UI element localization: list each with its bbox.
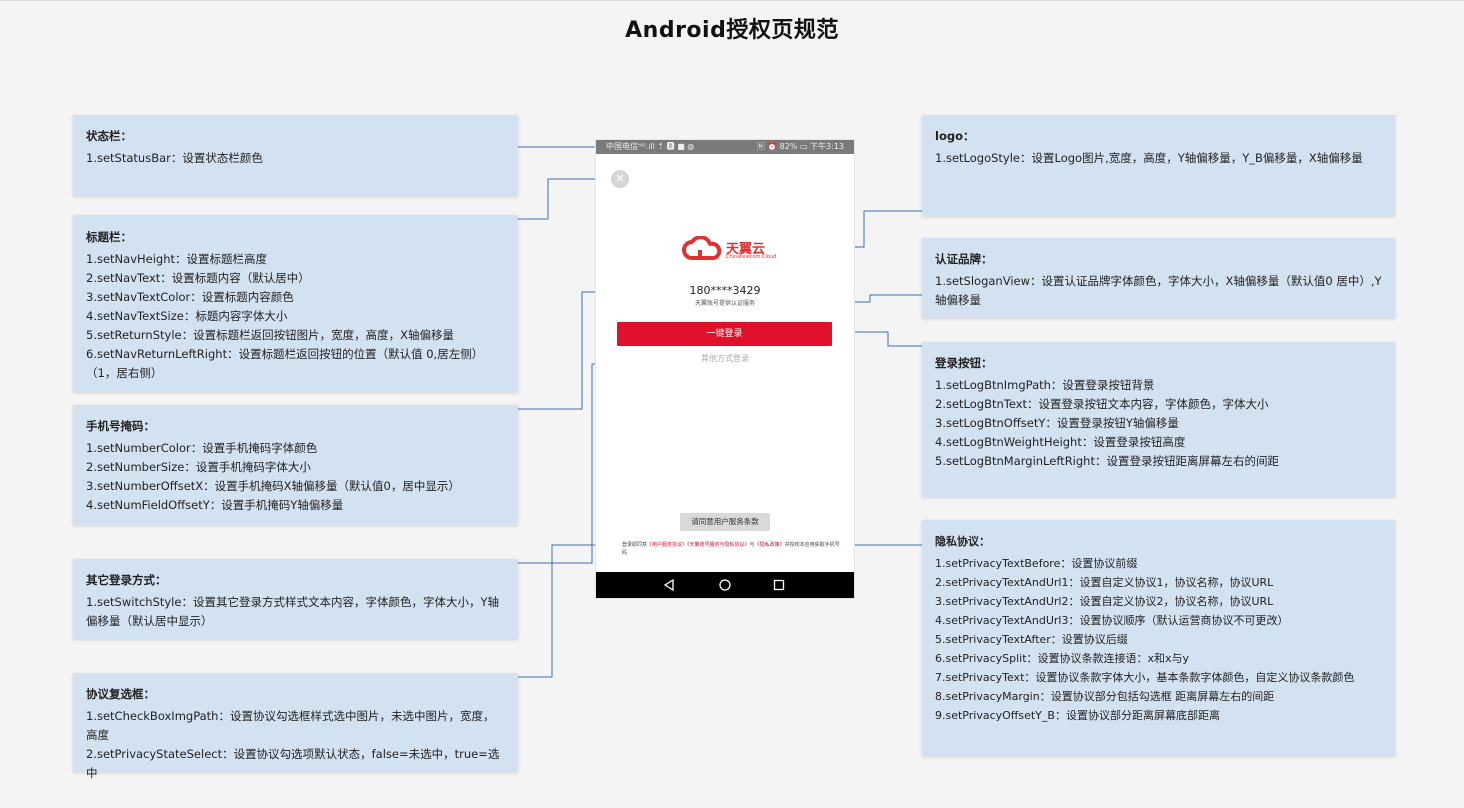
status-bar-right: 🄽 ⏰ 82% ▭ 下午3:13 (756, 142, 844, 151)
brand-box: 认证品牌： 1.setSloganView：设置认证品牌字体颜色，字体大小，X轴… (922, 238, 1395, 318)
status-bar-left: 中国电信ᴴᴰ.ıll ⇡ 🅱 ■ ◍ (606, 142, 695, 151)
phone-mask-heading: 手机号掩码： (86, 419, 155, 433)
phone-mask-box: 手机号掩码： 1.setNumberColor：设置手机掩码字体颜色 2.set… (73, 405, 518, 525)
login-button-line: 4.setLogBtnWeightHeight：设置登录按钮高度 (935, 435, 1186, 449)
logo-line: 1.setLogoStyle：设置Logo图片,宽度，高度，Y轴偏移量，Y_B偏… (935, 151, 1363, 165)
logo-box: logo： 1.setLogoStyle：设置Logo图片,宽度，高度，Y轴偏移… (922, 115, 1395, 216)
privacy-link-2[interactable]: 《天翼账号服务与隐私协议》 (687, 542, 750, 548)
title-bar-line: 2.setNavText：设置标题内容（默认居中） (86, 271, 310, 285)
other-login-line: 1.setSwitchStyle：设置其它登录方式样式文本内容，字体颜色，字体大… (86, 595, 499, 628)
one-click-login-button[interactable]: 一键登录 (617, 322, 832, 346)
status-bar-heading: 状态栏： (86, 129, 132, 143)
connector-title-bar (513, 178, 604, 220)
cloud-logo-icon (682, 235, 722, 260)
brand-logo: 天翼云 Chinatelecom Cloud (680, 235, 780, 264)
login-button-heading: 登录按钮： (935, 356, 993, 370)
phone-mask-line: 2.setNumberSize：设置手机掩码字体大小 (86, 460, 311, 474)
phone-mask-line: 1.setNumberColor：设置手机掩码字体颜色 (86, 441, 318, 455)
phone-status-bar: 中国电信ᴴᴰ.ıll ⇡ 🅱 ■ ◍ 🄽 ⏰ 82% ▭ 下午3:13 (596, 140, 854, 154)
privacy-link-3[interactable]: 《隐私政策》 (754, 542, 785, 548)
close-icon[interactable]: ✕ (611, 170, 629, 188)
checkbox-line: 1.setCheckBoxImgPath：设置协议勾选框样式选中图片，未选中图片… (86, 709, 495, 742)
phone-mask-line: 4.setNumFieldOffsetY：设置手机掩码Y轴偏移量 (86, 498, 344, 512)
page-title: Android授权页规范 (625, 18, 839, 43)
logo-sub-text: Chinatelecom Cloud (726, 254, 777, 260)
other-login-link[interactable]: 其他方式登录 (701, 354, 749, 363)
status-bar-line: 1.setStatusBar：设置状态栏颜色 (86, 151, 263, 165)
title-bar-line: 6.setNavReturnLeftRight：设置标题栏返回按钮的位置（默认值… (86, 347, 484, 380)
privacy-line: 3.setPrivacyTextAndUrl2：设置自定义协议2，协议名称，协议… (935, 595, 1274, 608)
logo-heading: logo： (935, 129, 975, 143)
privacy-line: 9.setPrivacyOffsetY_B：设置协议部分距离屏幕底部距离 (935, 709, 1220, 722)
brand-line: 1.setSloganView：设置认证品牌字体颜色，字体大小，X轴偏移量（默认… (935, 274, 1382, 307)
title-bar-line: 1.setNavHeight：设置标题栏高度 (86, 252, 268, 266)
privacy-split: 与 (749, 542, 755, 548)
phone-mask-line: 3.setNumberOffsetX：设置手机掩码X轴偏移量（默认值0，居中显示… (86, 479, 460, 493)
privacy-line: 8.setPrivacyMargin：设置协议部分包括勾选框 距离屏幕左右的间距 (935, 690, 1275, 703)
home-circle-icon[interactable] (718, 578, 732, 592)
phone-mockup: 中国电信ᴴᴰ.ıll ⇡ 🅱 ■ ◍ 🄽 ⏰ 82% ▭ 下午3:13 ✕ 天翼… (596, 140, 854, 598)
brand-heading: 认证品牌： (935, 252, 993, 266)
agree-terms-toast: 请同意用户服务条款 (680, 513, 770, 531)
top-divider (0, 0, 1464, 1)
privacy-after: 并授权本应用获取手机号码 (622, 542, 840, 556)
status-bar-box: 状态栏： 1.setStatusBar：设置状态栏颜色 (73, 115, 518, 196)
title-bar-heading: 标题栏： (86, 230, 132, 244)
title-bar-box: 标题栏： 1.setNavHeight：设置标题栏高度 2.setNavText… (73, 215, 518, 392)
privacy-before: 登录即同意 (622, 542, 648, 548)
other-login-box: 其它登录方式： 1.setSwitchStyle：设置其它登录方式样式文本内容，… (73, 559, 518, 639)
privacy-line: 7.setPrivacyText：设置协议条款字体大小，基本条款字体颜色，自定义… (935, 671, 1355, 684)
title-bar-line: 4.setNavTextSize：标题内容字体大小 (86, 309, 288, 323)
checkbox-box: 协议复选框： 1.setCheckBoxImgPath：设置协议勾选框样式选中图… (73, 673, 518, 780)
privacy-line: 4.setPrivacyTextAndUrl3：设置协议顺序（默认运营商协议不可… (935, 614, 1289, 627)
logo-brand-text: 天翼云 (726, 242, 766, 257)
privacy-text: 登录即同意《用户服务协议》《天翼账号服务与隐私协议》与《隐私政策》并授权本应用获… (622, 541, 844, 557)
privacy-link-1[interactable]: 《用户服务协议》 (647, 542, 688, 548)
privacy-line: 5.setPrivacyTextAfter：设置协议后缀 (935, 633, 1128, 646)
title-bar-line: 3.setNavTextColor：设置标题内容颜色 (86, 290, 294, 304)
back-triangle-icon[interactable] (662, 578, 676, 592)
privacy-line: 2.setPrivacyTextAndUrl1：设置自定义协议1，协议名称，协议… (935, 576, 1274, 589)
other-login-heading: 其它登录方式： (86, 573, 167, 587)
recent-square-icon[interactable] (772, 578, 786, 592)
checkbox-line: 2.setPrivacyStateSelect：设置协议勾选项默认状态，fals… (86, 747, 500, 780)
privacy-box: 隐私协议： 1.setPrivacyTextBefore：设置协议前缀 2.se… (922, 520, 1395, 756)
login-button-line: 1.setLogBtnImgPath：设置登录按钮背景 (935, 378, 1155, 392)
privacy-heading: 隐私协议： (935, 535, 990, 548)
login-button-box: 登录按钮： 1.setLogBtnImgPath：设置登录按钮背景 2.setL… (922, 342, 1395, 497)
masked-phone-number: 180****3429 (689, 284, 761, 297)
privacy-line: 6.setPrivacySplit：设置协议条款连接语：x和x与y (935, 652, 1190, 665)
android-nav-bar (596, 572, 854, 598)
title-bar-line: 5.setReturnStyle：设置标题栏返回按钮图片，宽度，高度，X轴偏移量 (86, 328, 454, 342)
login-button-line: 5.setLogBtnMarginLeftRight：设置登录按钮距离屏幕左右的… (935, 454, 1279, 468)
checkbox-heading: 协议复选框： (86, 687, 155, 701)
privacy-line: 1.setPrivacyTextBefore：设置协议前缀 (935, 557, 1138, 570)
login-button-line: 3.setLogBtnOffsetY：设置登录按钮Y轴偏移量 (935, 416, 1179, 430)
login-button-line: 2.setLogBtnText：设置登录按钮文本内容，字体颜色，字体大小 (935, 397, 1269, 411)
auth-slogan: 天翼账号提供认证服务 (694, 300, 755, 307)
